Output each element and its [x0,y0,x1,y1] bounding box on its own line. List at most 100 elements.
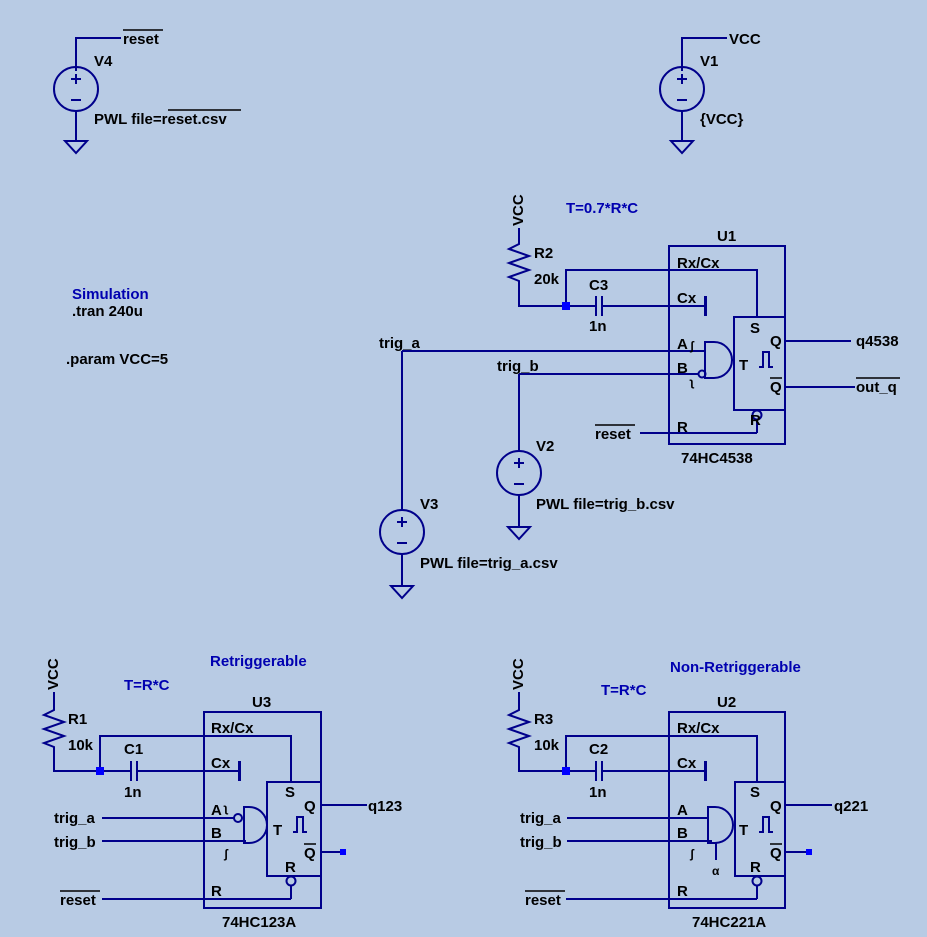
c1-value: 1n [124,784,142,801]
u1-pin-rxcx: Rx/Cx [677,255,720,272]
u1-pin-r: R [677,419,688,436]
r1-value: 10k [68,737,94,754]
svg-text:PWL file=reset.csv: PWL file=reset.csv [94,111,227,128]
u2-pin-r: R [677,883,688,900]
u3-name: U3 [252,694,271,711]
r1-name: R1 [68,711,87,728]
u1-pin-r2: R [750,412,761,429]
u3-part: 74HC123A [222,914,296,931]
v2-source[interactable] [496,374,542,540]
retrig-comment: Retriggerable [210,653,307,670]
c2-name: C2 [589,741,608,758]
tran-directive[interactable]: .tran 240u [72,303,143,320]
net-label-out-q: out_q [856,379,897,396]
svg-text:ʃ: ʃ [223,847,229,861]
u2-formula: T=R*C [601,682,647,699]
v2-value: PWL file=trig_b.csv [536,496,675,513]
net-label-trig-b-u1: trig_b [497,358,539,375]
c1-name: C1 [124,741,143,758]
u3-pin-t: T [273,822,282,839]
net-label-reset-u1: reset [595,426,631,443]
u2-pin-s: S [750,784,760,801]
net-label-trig-b-u3: trig_b [54,834,96,851]
u1-pin-cx: Cx [677,290,697,307]
nonretrig-comment: Non-Retriggerable [670,659,801,676]
c3-value: 1n [589,318,607,335]
u3-pin-s: S [285,784,295,801]
v3-value: PWL file=trig_a.csv [420,555,558,572]
r3-resistor[interactable] [508,692,566,772]
u2-pin-a: A [677,802,688,819]
net-label-vcc-r2: VCC [510,194,527,226]
u3-formula: T=R*C [124,677,170,694]
r2-resistor[interactable] [508,228,566,307]
net-label-trig-a-u3: trig_a [54,810,96,827]
net-label-q221: q221 [834,798,868,815]
net-label-q4538: q4538 [856,333,899,350]
u1-ic[interactable] [668,245,786,445]
u2-part: 74HC221A [692,914,766,931]
u1-pin-qbar: Q [770,379,782,396]
u3-pin-a: A [211,802,222,819]
u2-pin-b: B [677,825,688,842]
net-label-vcc-r3: VCC [510,658,527,690]
net-label-reset-u3: reset [60,892,96,909]
u1-pin-b: B [677,360,688,377]
junction-dot [562,302,570,310]
net-label-q123: q123 [368,798,402,815]
svg-text:ʅ: ʅ [223,801,229,815]
sim-title: Simulation [72,286,149,303]
u1-pin-s: S [750,320,760,337]
v4-file: reset.csv [162,111,228,128]
v4-name: V4 [94,53,113,70]
u3-pin-qbar: Q [304,845,316,862]
r2-value: 20k [534,271,560,288]
v1-value: {VCC} [700,111,744,128]
net-label-reset-u2: reset [525,892,561,909]
net-label-reset-v4: reset [123,31,159,48]
r3-value: 10k [534,737,560,754]
u2-pin-cx: Cx [677,755,697,772]
u3-pin-q: Q [304,798,316,815]
v1-source[interactable] [659,37,727,154]
svg-text:ʅ: ʅ [689,375,695,389]
u1-formula: T=0.7*R*C [566,200,638,217]
c3-name: C3 [589,277,608,294]
u2-pin-r2: R [750,859,761,876]
net-label-trig-a-u2: trig_a [520,810,562,827]
net-label-vcc-r1: VCC [45,658,62,690]
v3-name: V3 [420,496,438,513]
u1-pin-q: Q [770,333,782,350]
svg-text:α: α [712,864,720,878]
net-label-trig-a-u1: trig_a [379,335,421,352]
param-directive[interactable]: .param VCC=5 [66,351,168,368]
u1-wiring: ʃ ʅ [402,339,855,434]
r2-name: R2 [534,245,553,262]
u3-pin-rxcx: Rx/Cx [211,720,254,737]
v3-source[interactable] [379,351,425,599]
junction-dot [96,767,104,775]
r1-resistor[interactable] [43,692,100,772]
v2-name: V2 [536,438,554,455]
u2-wiring: ʃ α [566,804,832,900]
u3-pin-cx: Cx [211,755,231,772]
net-label-trig-b-u2: trig_b [520,834,562,851]
svg-text:ʃ: ʃ [689,339,695,353]
u1-pin-t: T [739,357,748,374]
u2-pin-rxcx: Rx/Cx [677,720,720,737]
v4-source[interactable] [53,37,121,154]
u2-pin-t: T [739,822,748,839]
u2-pin-q: Q [770,798,782,815]
u3-pin-r2: R [285,859,296,876]
u3-ic[interactable] [203,711,346,909]
u1-name: U1 [717,228,736,245]
u3-pin-r: R [211,883,222,900]
u3-wiring: ʅ ʃ [102,801,367,900]
u2-name: U2 [717,694,736,711]
svg-text:ʃ: ʃ [689,847,695,861]
net-label-vcc-v1: VCC [729,31,761,48]
u3-pin-b: B [211,825,222,842]
u2-ic[interactable] [668,711,812,909]
u1-pin-a: A [677,336,688,353]
